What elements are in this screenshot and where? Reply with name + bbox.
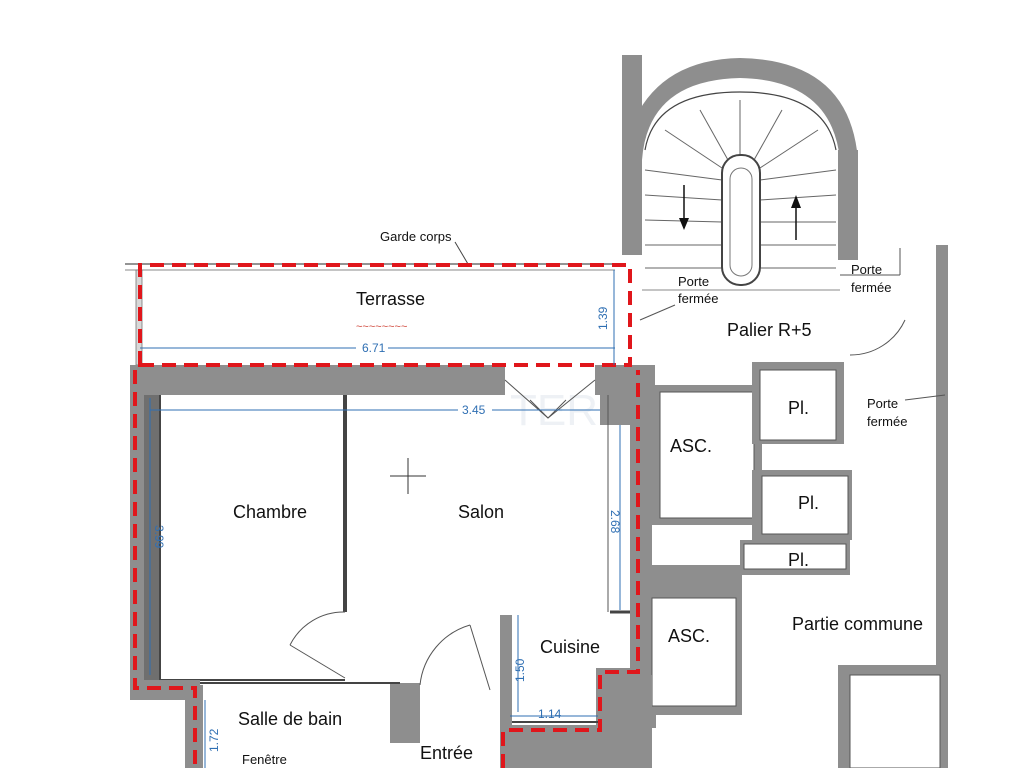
porte-right-top-label-2: fermée — [851, 280, 891, 295]
dim-terrasse-width: 6.71 — [362, 341, 386, 355]
door-stair-leader — [639, 304, 676, 321]
cuisine-label: Cuisine — [540, 637, 600, 657]
asc-2-shaft — [651, 597, 737, 707]
door-right-leader — [904, 394, 946, 401]
fenetre-label: Fenêtre — [242, 752, 287, 767]
doors — [289, 304, 946, 691]
door-entree-leaf — [469, 624, 491, 691]
entree-label: Entrée — [420, 743, 473, 763]
palier-label: Palier R+5 — [727, 320, 812, 340]
pl-1-label: Pl. — [788, 398, 809, 418]
dim-cuisine-depth: 1.50 — [513, 658, 527, 682]
door-terrasse-leaf-1 — [504, 379, 549, 419]
pl-2-label: Pl. — [798, 493, 819, 513]
porte-right-top-label-1: Porte — [851, 262, 882, 277]
garde-corps-leader — [454, 241, 469, 265]
wall-cuisine-left — [500, 615, 512, 735]
door-salon-leaf — [289, 644, 346, 679]
dim-salon-depth: 2.68 — [608, 510, 622, 534]
wall-bottom-right — [500, 725, 610, 768]
wall-top-mid — [340, 365, 505, 395]
stair-inner-curve — [644, 91, 837, 151]
dim-salon-width: 3.45 — [462, 403, 486, 417]
dim-sdb-depth: 1.72 — [207, 728, 221, 752]
dim-bg-2 — [458, 402, 492, 418]
boundary-apartment — [133, 370, 640, 768]
salle-de-bain-label: Salle de bain — [238, 709, 342, 729]
door-terrasse-leaf-2 — [547, 379, 596, 419]
common-area-walls — [600, 245, 948, 768]
dim-chambre-depth: 3.99 — [152, 525, 166, 549]
pl-2-box — [761, 475, 849, 535]
stair-well — [721, 154, 761, 286]
pl-3-label: Pl. — [788, 550, 809, 570]
chambre-label: Chambre — [233, 502, 307, 522]
wall-right — [630, 385, 652, 675]
stair-well-inner — [729, 167, 753, 277]
salon-label: Salon — [458, 502, 504, 522]
dim-bg-1 — [356, 340, 388, 356]
stair-left-wall — [622, 55, 642, 255]
door-entree-arc — [419, 624, 471, 686]
stair-right-wall — [838, 150, 858, 260]
pl-1-box — [759, 369, 837, 441]
asc-1-shaft — [659, 391, 755, 519]
porte-stair-label-1: Porte — [678, 274, 709, 289]
asc-1-label: ASC. — [670, 436, 712, 456]
wall-sdb-left — [185, 685, 203, 768]
arrow-up-icon — [791, 195, 801, 208]
asc-2-label: ASC. — [668, 626, 710, 646]
porte-right-mid-label-2: fermée — [867, 414, 907, 429]
wall-sdb-right — [390, 683, 420, 743]
apartment-walls — [130, 365, 656, 768]
boundary-terrasse — [138, 263, 632, 367]
dimensions: 6.71 1.39 3.45 2.68 3.99 1.50 1.14 1.72 — [140, 270, 622, 768]
wall-chambre-inner — [144, 395, 160, 680]
wall-corridor-bottom — [600, 675, 652, 768]
wall-bottom-left — [130, 680, 200, 700]
arrow-down-icon — [679, 218, 689, 230]
crosshair-icon — [390, 458, 426, 494]
stair-treads — [644, 100, 837, 269]
bottom-right-inner — [849, 674, 941, 768]
garde-corps-label: Garde corps — [380, 229, 452, 244]
door-palier-arc — [849, 319, 906, 356]
terrasse-label: Terrasse — [356, 289, 425, 309]
staircase — [622, 55, 858, 291]
right-outer-wall — [936, 245, 948, 680]
room-labels: Chambre Salon Cuisine Salle de bain Entr… — [233, 262, 923, 767]
dim-terrasse-depth: 1.39 — [596, 306, 610, 330]
dim-cuisine-width: 1.14 — [538, 707, 562, 721]
wall-top-left — [130, 365, 340, 395]
wall-right-jog — [600, 395, 630, 425]
partie-commune-label: Partie commune — [792, 614, 923, 634]
door-salon-arc — [289, 611, 346, 646]
pl-3-box — [743, 543, 847, 570]
lot-boundary — [133, 263, 640, 768]
porte-stair-label-2: fermée — [678, 291, 718, 306]
terrasse-sublabel-mark: ~~~~~~~~ — [356, 321, 407, 333]
porte-right-mid-label-1: Porte — [867, 396, 898, 411]
